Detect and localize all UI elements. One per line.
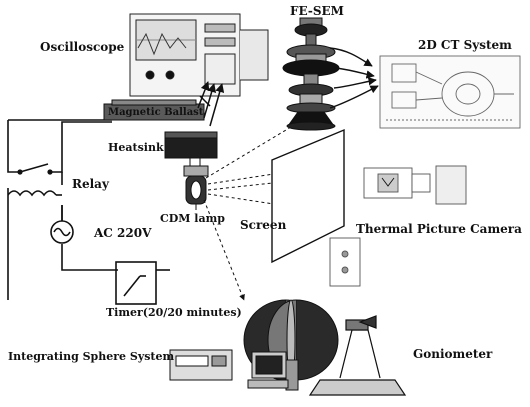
ct-system-label: 2D CT System — [418, 38, 512, 52]
timer-box — [116, 262, 170, 304]
relay-coil — [8, 172, 62, 195]
fe-sem-signal-arrows — [330, 48, 378, 108]
relay-label: Relay — [72, 177, 109, 191]
cdm-lamp — [184, 166, 208, 210]
oscilloscope-label: Oscilloscope — [40, 40, 124, 54]
timer-label: Timer(20/20 minutes) — [106, 306, 242, 319]
heatsink-label: Heatsink — [108, 141, 164, 154]
relay-switch — [18, 164, 52, 174]
integrating-sphere-label: Integrating Sphere System — [8, 350, 174, 363]
fe-sem-device — [283, 18, 339, 130]
ac-supply-label: AC 220V — [94, 226, 151, 240]
oscilloscope-device — [130, 14, 268, 106]
sphere-controller — [170, 350, 232, 380]
screen-label: Screen — [240, 218, 286, 232]
fe-sem-label: FE-SEM — [290, 4, 344, 18]
thermal-camera-label: Thermal Picture Camera — [356, 222, 522, 236]
magnetic-ballast-label: Magnetic Ballast — [108, 107, 203, 118]
ct-system-device — [380, 56, 520, 128]
cdm-lamp-label: CDM lamp — [160, 212, 225, 225]
goniometer-label: Goniometer — [413, 347, 492, 361]
heatsink — [165, 132, 217, 168]
ac-source-icon — [51, 205, 73, 243]
